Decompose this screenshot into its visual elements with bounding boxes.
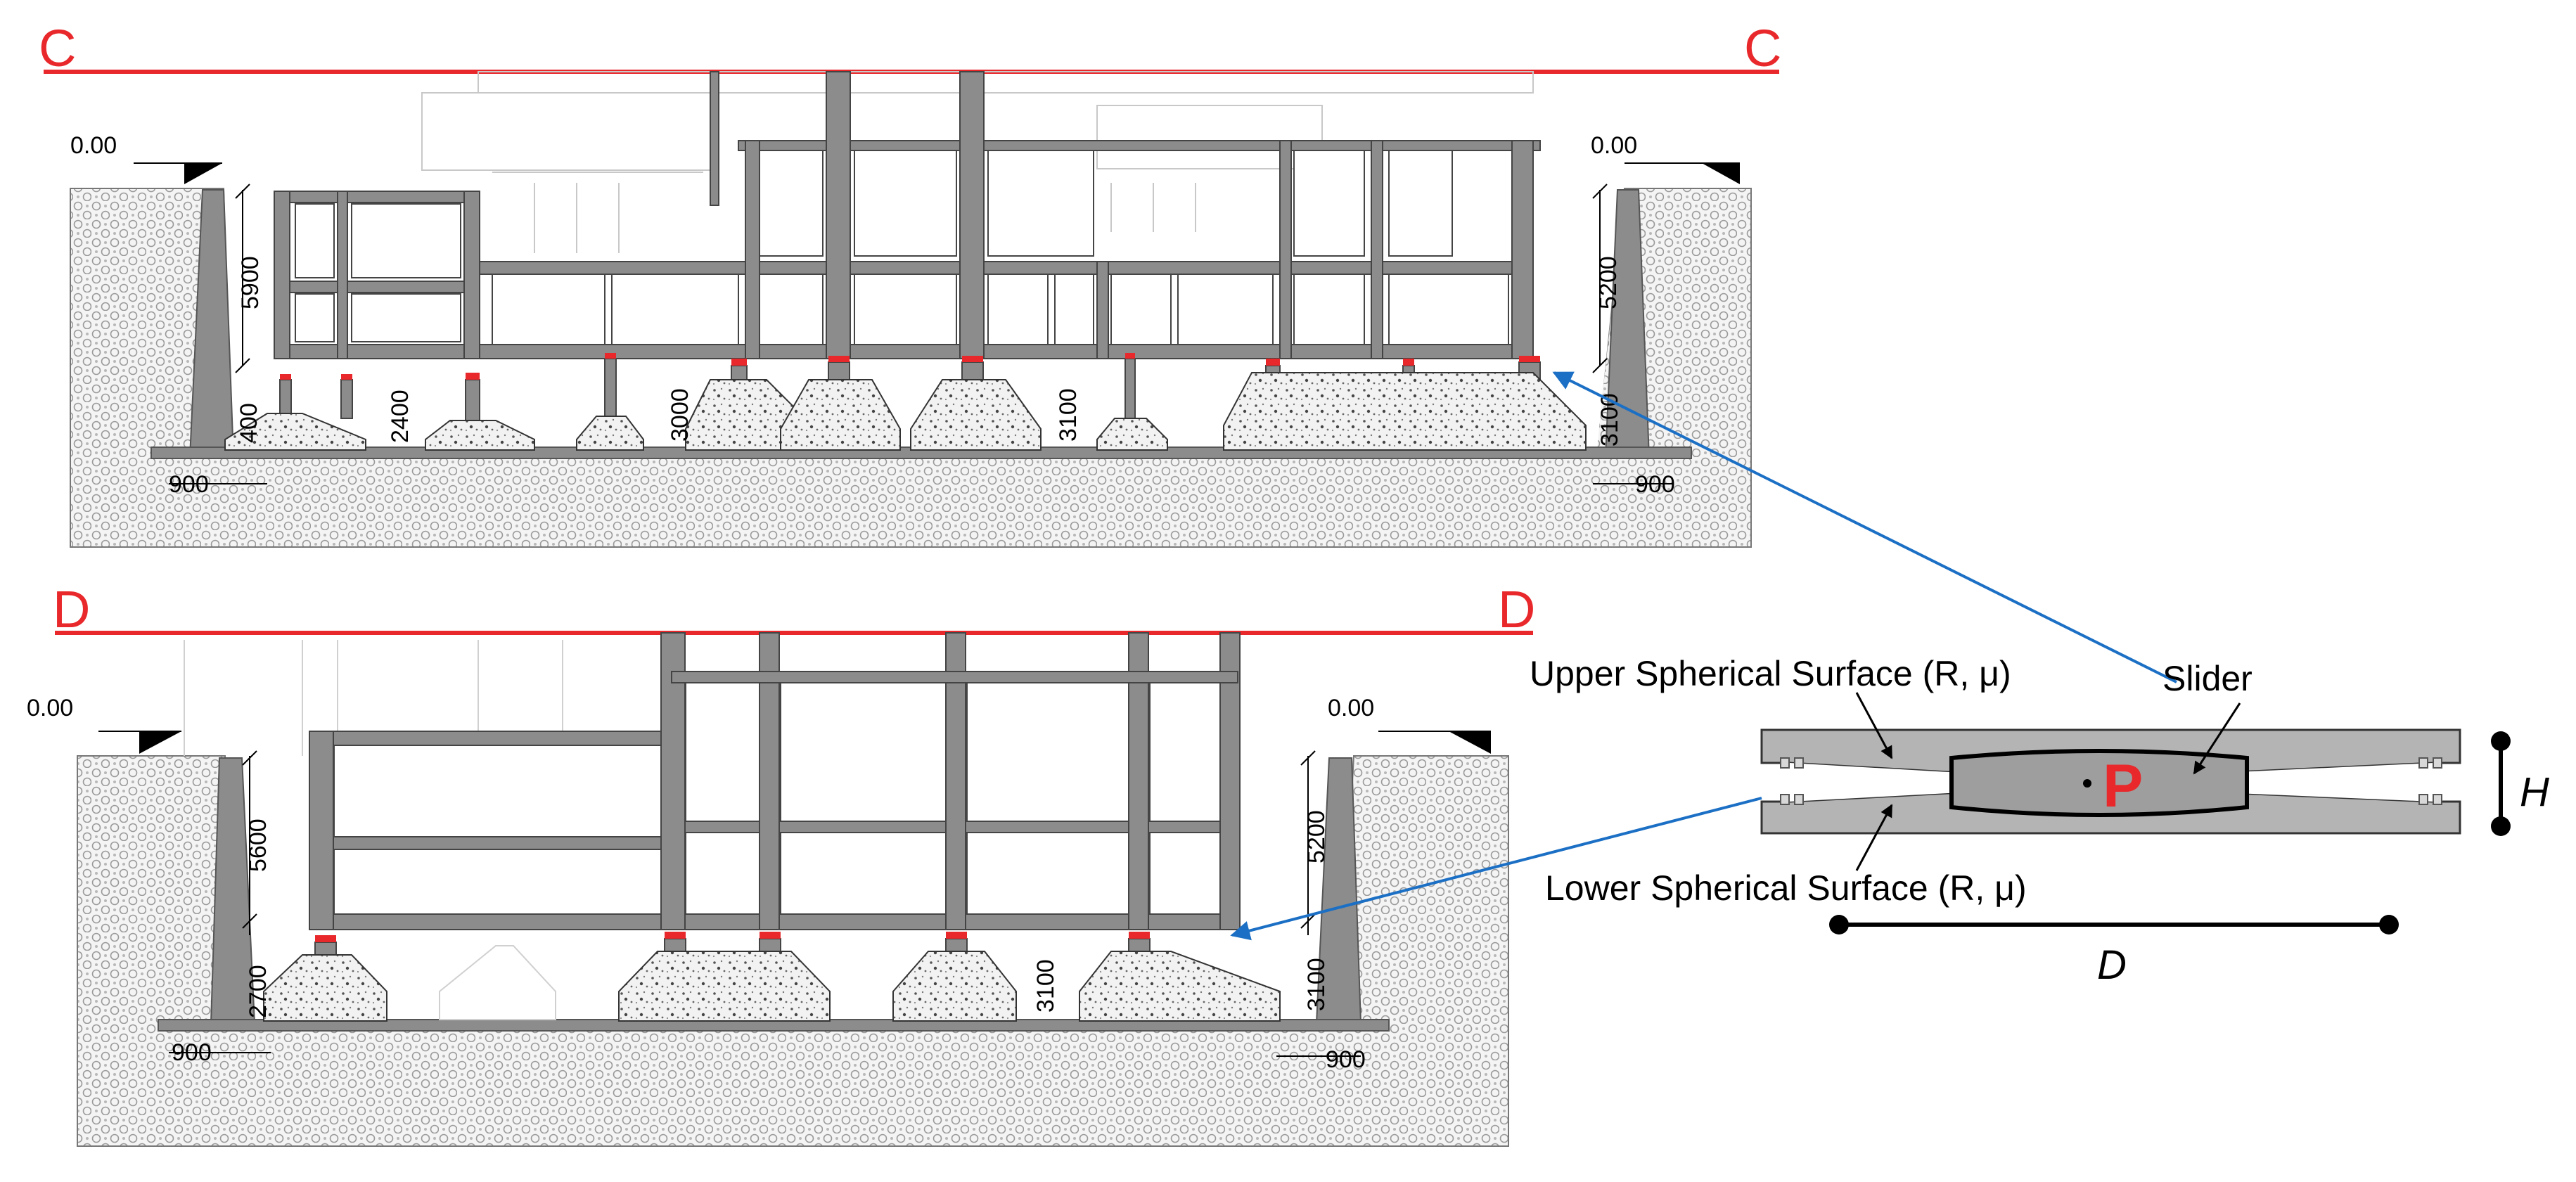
bearing-slider	[1949, 749, 2249, 817]
section-c-right-elevation-marker	[1625, 162, 1740, 184]
section-d-right-height: 5200	[1303, 810, 1330, 863]
bearing-bolts	[1780, 757, 2442, 805]
diameter-label: D	[2097, 942, 2127, 988]
section-c-left-elevation: 0.00	[70, 132, 117, 159]
section-c-left-elevation-marker	[134, 162, 222, 184]
load-point-dot	[2083, 779, 2091, 788]
section-c-pier-dimension-1: 2400	[387, 390, 414, 443]
section-c-isolators	[280, 353, 1540, 380]
section-d-right-label: D	[1498, 580, 1535, 638]
section-c-footings	[224, 372, 1587, 451]
section-c-left-height: 5900	[237, 256, 264, 309]
section-c-frame	[274, 71, 1541, 359]
section-d-left-elevation: 0.00	[27, 695, 73, 721]
section-c-right-height: 5200	[1595, 256, 1622, 309]
leader-arrow-upper	[1552, 371, 2177, 683]
section-d: D D	[27, 580, 1535, 1147]
section-d-pier-dimension: 3100	[1032, 959, 1059, 1013]
lower-surface-label: Lower Spherical Surface (R, μ)	[1545, 868, 2027, 908]
section-d-left-width: 900	[172, 1039, 212, 1066]
section-c-left-isolation: 400	[236, 403, 262, 443]
section-c-left-width: 900	[169, 471, 209, 498]
height-label: H	[2520, 769, 2549, 815]
slider-label: Slider	[2162, 659, 2253, 698]
section-c: C C	[39, 19, 1781, 548]
section-c-right-isolation: 3100	[1596, 393, 1623, 447]
section-d-left-label: D	[53, 580, 90, 638]
section-d-right-elevation-marker	[1378, 731, 1491, 754]
section-d-left-isolation: 2700	[245, 965, 271, 1018]
section-d-left-height: 5600	[245, 818, 271, 872]
section-c-pier-dimension-2: 3000	[667, 388, 693, 442]
section-d-left-elevation-marker	[98, 731, 181, 754]
friction-pendulum-bearing: P Upper Spherical Surface (R, μ) Lower S…	[1530, 654, 2549, 988]
section-d-isolators	[315, 932, 1150, 942]
load-label: P	[2103, 752, 2143, 820]
section-d-right-isolation: 3100	[1303, 958, 1330, 1011]
section-d-right-elevation: 0.00	[1328, 695, 1374, 721]
section-c-right-label: C	[1744, 19, 1781, 77]
upper-surface-label: Upper Spherical Surface (R, μ)	[1530, 654, 2011, 693]
section-d-right-width: 900	[1326, 1046, 1366, 1073]
section-c-right-elevation: 0.00	[1591, 132, 1637, 159]
section-d-frame	[309, 632, 1241, 930]
section-d-footings	[263, 951, 1281, 1022]
section-d-pedestals	[314, 938, 1151, 957]
section-c-pier-dimension-3: 3100	[1055, 388, 1082, 442]
leader-arrow-lower	[1230, 797, 1762, 941]
section-c-right-width: 900	[1635, 471, 1675, 498]
section-c-left-label: C	[39, 19, 76, 77]
